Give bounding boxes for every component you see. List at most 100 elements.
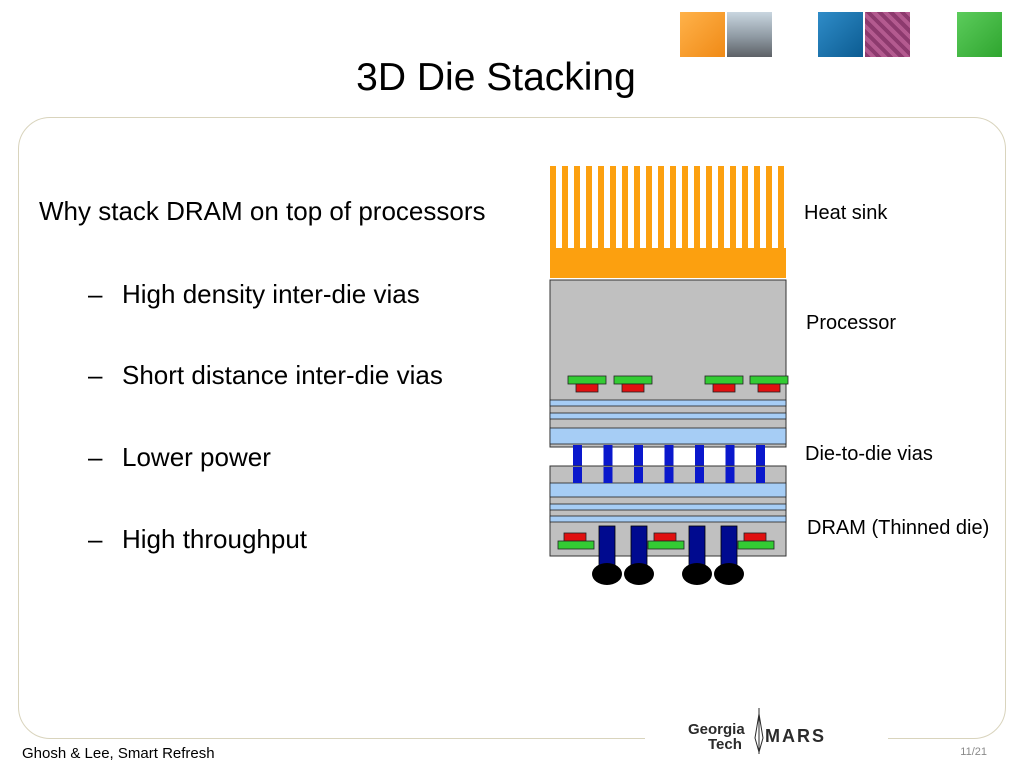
contact-pad-red <box>563 532 587 542</box>
contact-pad-red <box>712 383 736 393</box>
via-column <box>634 467 643 483</box>
heat-sink-fin <box>574 166 580 250</box>
metal-layer <box>549 482 787 498</box>
via-column <box>603 467 613 483</box>
through-silicon-pillar <box>630 525 648 567</box>
contact-pad-red <box>757 383 781 393</box>
heat-sink-fin <box>622 166 628 250</box>
contact-pad-green <box>567 375 607 385</box>
lead-text: Why stack DRAM on top of processors <box>39 196 486 226</box>
via-column <box>695 445 704 483</box>
label-processor: Processor <box>806 312 897 334</box>
heat-sink <box>550 166 786 278</box>
metal-layer <box>549 503 787 511</box>
through-silicon-pillar <box>688 525 706 567</box>
metal-layer <box>549 515 787 523</box>
through-silicon-pillar <box>598 525 616 567</box>
contact-pad-red <box>621 383 645 393</box>
logo-divider <box>754 708 764 754</box>
via-column <box>725 467 735 483</box>
thumbnail-circuit <box>865 12 910 57</box>
heat-sink-fin <box>754 166 760 250</box>
bullet-text: Lower power <box>122 442 271 472</box>
label-die-to-die-vias: Die-to-die vias <box>805 443 933 465</box>
dram-die <box>549 465 787 585</box>
label-heat-sink: Heat sink <box>804 202 888 224</box>
solder-bump <box>592 563 622 585</box>
heat-sink-fin <box>718 166 724 250</box>
heat-sink-fin <box>562 166 568 250</box>
via-column <box>634 445 643 483</box>
contact-pad-green <box>647 540 685 550</box>
solder-bump <box>714 563 744 585</box>
thumbnail-blue <box>818 12 863 57</box>
bullet-dash: – <box>88 360 103 390</box>
heat-sink-fin <box>646 166 652 250</box>
georgia-tech-logo: Georgia Tech <box>688 722 745 752</box>
logo-line-tech: Tech <box>708 736 742 753</box>
thumbnail-orange <box>680 12 725 57</box>
bullet-item: –High throughput <box>88 524 307 555</box>
thumbnail-photo <box>727 12 772 57</box>
metal-layer <box>549 427 787 445</box>
bullet-dash: – <box>88 279 103 309</box>
heat-sink-fin <box>742 166 748 250</box>
footer-logo-band <box>645 712 888 752</box>
heat-sink-fin <box>706 166 712 250</box>
footer-citation: Ghosh & Lee, Smart Refresh <box>22 745 215 762</box>
die-stack-diagram <box>549 166 789 585</box>
contact-pad-red <box>653 532 677 542</box>
bullet-item: –Short distance inter-die vias <box>88 360 443 391</box>
through-silicon-pillar <box>720 525 738 567</box>
bullet-item: –Lower power <box>88 442 271 473</box>
heat-sink-fin <box>694 166 700 250</box>
processor-die <box>549 279 789 448</box>
bullet-text: High throughput <box>122 524 308 554</box>
metal-layer <box>549 412 787 420</box>
via-column <box>603 445 613 483</box>
logo-line-georgia: Georgia <box>688 721 745 738</box>
metal-layer <box>549 399 787 407</box>
heat-sink-fin <box>586 166 592 250</box>
via-column <box>725 445 735 483</box>
bullet-item: –High density inter-die vias <box>88 279 420 310</box>
contact-pad-red <box>743 532 767 542</box>
heat-sink-base <box>550 248 786 278</box>
via-column <box>695 467 704 483</box>
content-frame <box>18 117 1006 739</box>
contact-pad-green <box>557 540 595 550</box>
bullet-dash: – <box>88 524 103 554</box>
contact-pad-green <box>704 375 744 385</box>
heat-sink-fin <box>670 166 676 250</box>
heat-sink-fin <box>730 166 736 250</box>
contact-pad-green <box>749 375 789 385</box>
thumbnail-green <box>957 12 1002 57</box>
via-column <box>756 467 765 483</box>
heat-sink-fin <box>778 166 784 250</box>
die-to-die-vias <box>573 445 765 483</box>
via-column <box>573 445 582 483</box>
via-column <box>664 445 674 483</box>
heat-sink-fin <box>658 166 664 250</box>
bullet-dash: – <box>88 442 103 472</box>
contact-pad-red <box>575 383 599 393</box>
heat-sink-fin <box>610 166 616 250</box>
via-column <box>573 467 582 483</box>
bullet-text: Short distance inter-die vias <box>122 360 443 390</box>
heat-sink-fin <box>598 166 604 250</box>
contact-pad-green <box>613 375 653 385</box>
heat-sink-fin <box>682 166 688 250</box>
heat-sink-fin <box>766 166 772 250</box>
bullet-text: High density inter-die vias <box>122 279 420 309</box>
processor-body <box>549 279 787 448</box>
page-number: 11/21 <box>960 746 987 758</box>
heat-sink-fin <box>634 166 640 250</box>
heat-sink-fin <box>550 166 556 250</box>
solder-bump <box>682 563 712 585</box>
slide-title: 3D Die Stacking <box>356 56 636 99</box>
via-column <box>756 445 765 483</box>
solder-bump <box>624 563 654 585</box>
contact-pad-green <box>737 540 775 550</box>
via-column <box>664 467 674 483</box>
label-dram: DRAM (Thinned die) <box>807 517 990 539</box>
